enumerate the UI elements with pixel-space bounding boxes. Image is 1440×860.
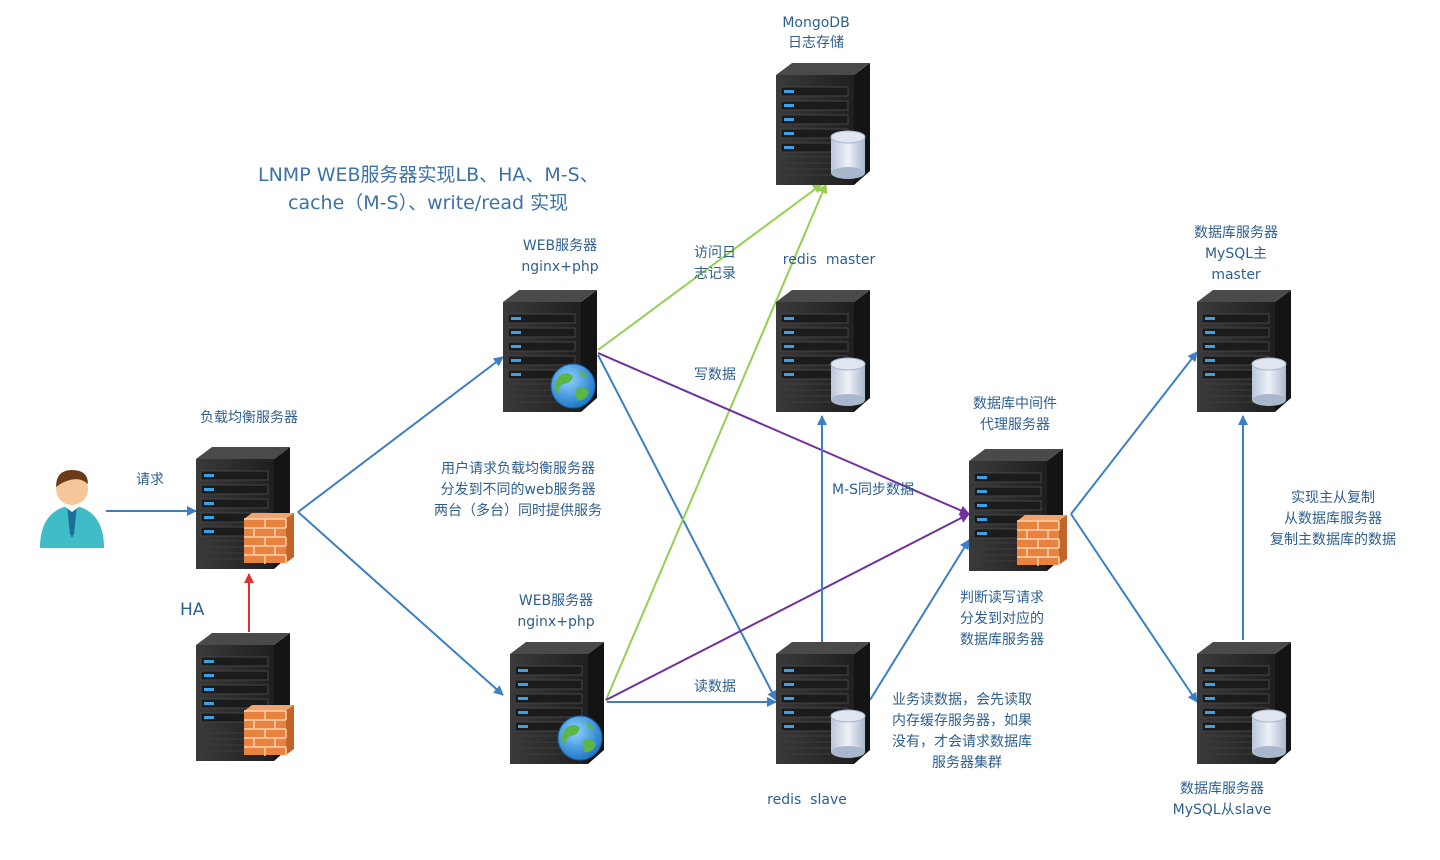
mysql-slave-label: 数据库服务器 bbox=[1180, 781, 1264, 797]
arrow-proxy-mysql-master bbox=[1070, 351, 1198, 515]
database-cylinder-icon bbox=[1251, 357, 1287, 406]
arrow-lb-web-top bbox=[297, 356, 504, 513]
redis-master-server-icon bbox=[776, 290, 870, 412]
proxy-dispatch-note-1: 判断读写请求 bbox=[960, 590, 1044, 606]
firewall-icon bbox=[244, 705, 294, 756]
arrow-web-top-mongodb bbox=[597, 183, 823, 351]
redis-slave-label: redis slave bbox=[767, 792, 847, 808]
firewall-icon bbox=[1017, 515, 1067, 566]
lb-dispatch-note-1: 用户请求负载均衡服务器 bbox=[441, 461, 595, 477]
mysql-master-label: 数据库服务器 bbox=[1194, 225, 1278, 241]
web-bottom-server-icon bbox=[510, 642, 604, 764]
arrow-web-bottom-proxy bbox=[605, 513, 970, 701]
mysql-slave-server-icon bbox=[1197, 642, 1291, 764]
proxy-dispatch-note-3: 数据库服务器 bbox=[960, 632, 1044, 648]
firewall-icon bbox=[244, 513, 294, 564]
load-balancer-label: 负载均衡服务器 bbox=[200, 410, 298, 426]
mysql-master-role: master bbox=[1211, 267, 1261, 283]
db-proxy-server-icon bbox=[969, 449, 1067, 571]
access-log-edge-label: 访问日 bbox=[694, 245, 736, 261]
globe-icon bbox=[557, 715, 603, 761]
mysql-master-server-icon bbox=[1197, 290, 1291, 412]
web-top-sublabel: nginx+php bbox=[521, 259, 599, 275]
mysql-slave-sublabel: MySQL从slave bbox=[1172, 802, 1272, 818]
db-proxy-label: 数据库中间件 bbox=[973, 396, 1057, 412]
replication-note-1: 实现主从复制 bbox=[1291, 490, 1375, 506]
cache-read-note-1: 业务读数据，会先读取 bbox=[892, 692, 1032, 708]
database-cylinder-icon bbox=[830, 130, 866, 179]
replication-note-3: 复制主数据库的数据 bbox=[1270, 532, 1396, 548]
db-proxy-sublabel: 代理服务器 bbox=[980, 417, 1050, 433]
cache-read-note-3: 没有，才会请求数据库 bbox=[892, 734, 1032, 750]
cache-read-note-2: 内存缓存服务器，如果 bbox=[892, 713, 1032, 729]
read-data-edge-label: 读数据 bbox=[694, 679, 736, 695]
mongodb-sublabel: 日志存储 bbox=[788, 35, 844, 51]
web-bottom-label: WEB服务器 bbox=[518, 593, 594, 609]
ms-sync-edge-label: M-S同步数据 bbox=[832, 482, 915, 498]
diagram-title-line1: LNMP WEB服务器实现LB、HA、M-S、 bbox=[258, 164, 599, 186]
arrow-proxy-mysql-slave bbox=[1070, 513, 1198, 703]
lb-dispatch-note-3: 两台（多台）同时提供服务 bbox=[434, 503, 602, 519]
database-cylinder-icon bbox=[830, 709, 866, 758]
user-icon bbox=[40, 470, 104, 548]
write-data-edge-label: 写数据 bbox=[694, 367, 736, 383]
arrow-lb-web-bottom bbox=[297, 511, 504, 696]
mongodb-server-icon bbox=[776, 63, 870, 185]
proxy-dispatch-note-2: 分发到对应的 bbox=[960, 611, 1044, 627]
database-cylinder-icon bbox=[1251, 709, 1287, 758]
web-top-label: WEB服务器 bbox=[522, 238, 598, 254]
load-balancer-server-icon bbox=[196, 447, 294, 569]
database-cylinder-icon bbox=[830, 357, 866, 406]
arrow-web-top-proxy bbox=[597, 352, 970, 516]
redis-slave-server-icon bbox=[776, 642, 870, 764]
arrow-redis-slave-proxy bbox=[869, 539, 970, 701]
arrow-web-top-redis-slave bbox=[597, 354, 777, 701]
web-bottom-sublabel: nginx+php bbox=[517, 614, 595, 630]
diagram-title-line2: cache（M-S）、write/read 实现 bbox=[288, 192, 569, 214]
ha-label: HA bbox=[180, 600, 205, 620]
web-top-server-icon bbox=[503, 290, 597, 412]
cache-read-note-4: 服务器集群 bbox=[932, 755, 1002, 771]
replication-note-2: 从数据库服务器 bbox=[1284, 511, 1382, 527]
lb-dispatch-note-2: 分发到不同的web服务器 bbox=[440, 482, 596, 498]
mongodb-label: MongoDB bbox=[782, 15, 850, 31]
globe-icon bbox=[550, 363, 596, 409]
access-log-edge-label-2: 志记录 bbox=[694, 266, 736, 282]
ha-backup-server-icon bbox=[196, 633, 294, 761]
mysql-master-sublabel: MySQL主 bbox=[1204, 246, 1268, 262]
redis-master-label: redis master bbox=[782, 252, 876, 268]
arrow-web-bottom-mongodb bbox=[605, 183, 828, 701]
request-edge-label: 请求 bbox=[136, 472, 164, 488]
